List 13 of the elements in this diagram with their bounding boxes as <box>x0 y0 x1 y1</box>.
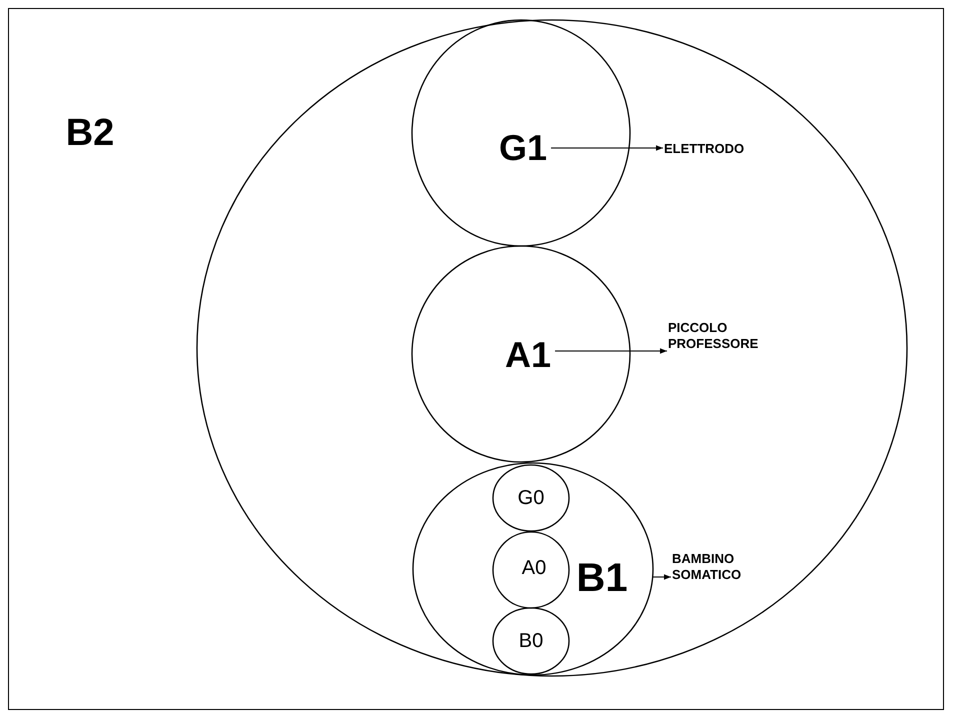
arrow <box>652 574 672 580</box>
circle-label: A0 <box>522 558 546 578</box>
arrow <box>550 145 664 151</box>
circle-label: B2 <box>66 114 114 152</box>
circle-label: G0 <box>518 488 544 508</box>
circle-label: A1 <box>504 337 552 373</box>
circle-label: G1 <box>498 130 548 166</box>
circle-label: B0 <box>518 631 544 651</box>
arrow <box>554 348 668 354</box>
circle-label: B1 <box>576 558 628 598</box>
annotation-label: BAMBINO SOMATICO <box>672 551 782 582</box>
annotation-label: ELETTRODO <box>664 141 804 157</box>
annotation-label: PICCOLO PROFESSORE <box>668 320 808 352</box>
